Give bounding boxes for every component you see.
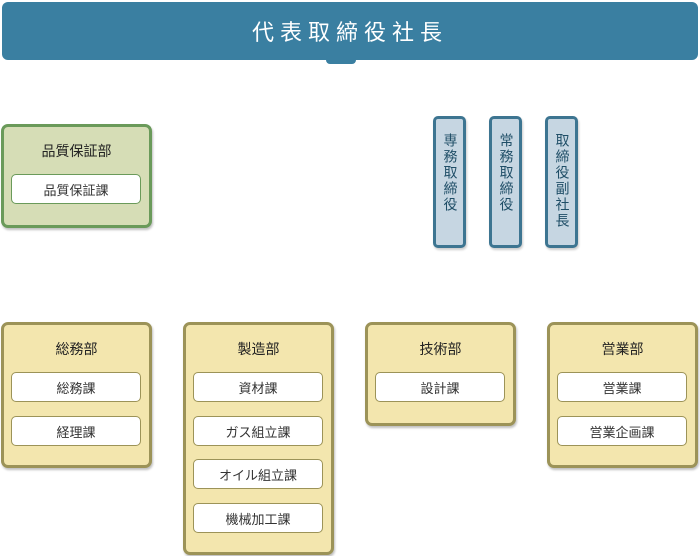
section-box: 資材課: [193, 372, 323, 402]
exec-senior-managing-director: 専務取締役: [433, 116, 466, 248]
section-box: 営業課: [557, 372, 687, 402]
section-box: ガス組立課: [193, 416, 323, 446]
dept-sales: 営業部 営業課 営業企画課: [547, 322, 698, 468]
ceo-box: 代表取締役社長: [2, 2, 698, 60]
ceo-label: 代表取締役社長: [251, 21, 448, 46]
dept-manufacturing: 製造部 資材課 ガス組立課 オイル組立課 機械加工課: [183, 322, 334, 555]
section-box: 経理課: [11, 416, 141, 446]
dept-title: 製造部: [237, 342, 280, 358]
dept-title: 総務部: [55, 342, 98, 358]
dept-engineering: 技術部 設計課: [365, 322, 516, 426]
dept-title: 品質保証部: [41, 144, 112, 160]
exec-label: 取締役副社長: [553, 133, 570, 229]
section-box: 機械加工課: [193, 503, 323, 533]
exec-vice-president: 取締役副社長: [545, 116, 578, 248]
dept-general-affairs: 総務部 総務課 経理課: [1, 322, 152, 468]
exec-managing-director: 常務取締役: [489, 116, 522, 248]
dept-quality-assurance: 品質保証部 品質保証課: [1, 124, 152, 228]
ceo-connector: [326, 58, 356, 64]
section-box: 設計課: [375, 372, 505, 402]
section-box: オイル組立課: [193, 459, 323, 489]
section-box: 営業企画課: [557, 416, 687, 446]
dept-title: 技術部: [419, 342, 462, 358]
exec-label: 常務取締役: [497, 133, 514, 213]
section-box: 総務課: [11, 372, 141, 402]
dept-title: 営業部: [601, 342, 644, 358]
section-box: 品質保証課: [11, 174, 141, 204]
exec-label: 専務取締役: [441, 133, 458, 213]
